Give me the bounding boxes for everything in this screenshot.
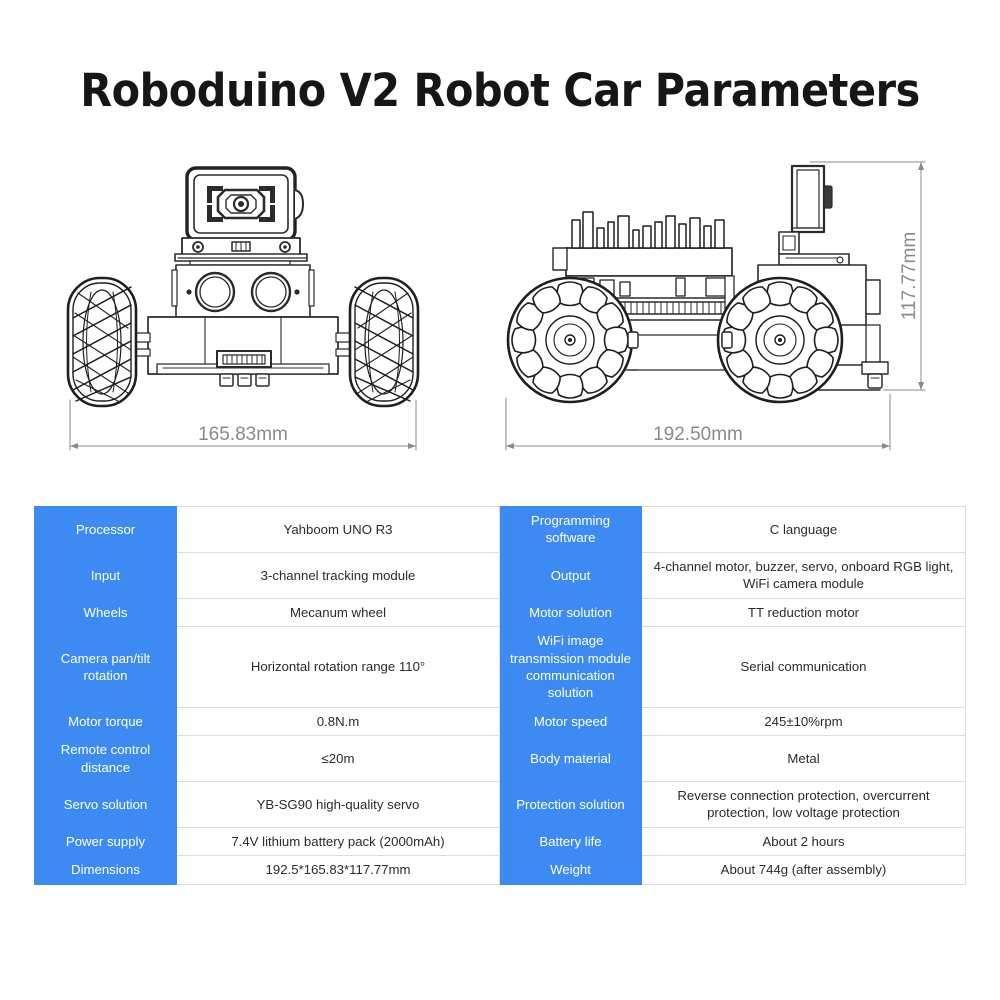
- side-view-height-label: 117.77mm: [899, 232, 920, 320]
- mecanum-wheel-front: [506, 276, 639, 404]
- param-label: Programming software: [499, 506, 642, 553]
- param-value: About 744g (after assembly): [641, 855, 966, 885]
- dimension-lines: [69, 161, 926, 451]
- param-label: Motor solution: [499, 597, 642, 628]
- param-value: 245±10%rpm: [641, 706, 966, 737]
- param-label: Motor torque: [34, 706, 177, 737]
- front-view-group: [66, 166, 420, 408]
- table-row: Input 3-channel tracking module Output 4…: [34, 551, 966, 599]
- param-value: TT reduction motor: [641, 597, 966, 628]
- param-value: YB-SG90 high-quality servo: [176, 781, 500, 828]
- table-row: Motor torque 0.8N.m Motor speed 245±10%r…: [34, 706, 966, 737]
- param-value: 4-channel motor, buzzer, servo, onboard …: [641, 551, 966, 599]
- drawings-container: 165.83mm 192.50mm 117.77mm: [0, 150, 1000, 480]
- param-label: Wheels: [34, 597, 177, 628]
- param-label: Dimensions: [34, 855, 177, 885]
- param-value: ≤20m: [176, 735, 500, 783]
- param-label: Servo solution: [34, 781, 177, 828]
- table-body: Processor Yahboom UNO R3 Programming sof…: [34, 506, 966, 885]
- robot-parameters-table: Processor Yahboom UNO R3 Programming sof…: [34, 506, 966, 885]
- pan-tilt-bracket: [174, 237, 308, 266]
- side-view-width-label: 192.50mm: [653, 424, 743, 445]
- param-label: Weight: [499, 855, 642, 885]
- param-value: Yahboom UNO R3: [176, 506, 500, 553]
- table-row: Servo solution YB-SG90 high-quality serv…: [34, 781, 966, 828]
- side-view-group: [506, 164, 889, 404]
- table-row: Processor Yahboom UNO R3 Programming sof…: [34, 506, 966, 553]
- param-label: Remote control distance: [34, 735, 177, 783]
- front-view-width-label: 165.83mm: [198, 424, 288, 445]
- table-row: Remote control distance ≤20m Body materi…: [34, 735, 966, 783]
- camera-module: [185, 166, 304, 242]
- table-row: Power supply 7.4V lithium battery pack (…: [34, 826, 966, 857]
- camera-mount-bracket: [778, 231, 850, 266]
- param-label: Output: [499, 551, 642, 599]
- param-value: Reverse connection protection, overcurre…: [641, 781, 966, 828]
- param-value: Mecanum wheel: [176, 597, 500, 628]
- mecanum-wheel-rear: [716, 276, 844, 404]
- param-value: C language: [641, 506, 966, 553]
- param-label: Battery life: [499, 826, 642, 857]
- mecanum-wheel-right: [348, 276, 420, 408]
- param-value: Horizontal rotation range 110°: [176, 626, 500, 708]
- param-label: Processor: [34, 506, 177, 553]
- page-title: Roboduino V2 Robot Car Parameters: [80, 64, 920, 117]
- param-label: Power supply: [34, 826, 177, 857]
- table-row: Camera pan/tilt rotation Horizontal rota…: [34, 626, 966, 708]
- camera-tower: [790, 164, 833, 234]
- param-label: Motor speed: [499, 706, 642, 737]
- roller-ring: [511, 281, 629, 399]
- param-value: About 2 hours: [641, 826, 966, 857]
- table-row: Wheels Mecanum wheel Motor solution TT r…: [34, 597, 966, 628]
- bottom-module: [861, 361, 889, 389]
- param-value: Serial communication: [641, 626, 966, 708]
- param-label: WiFi image transmission module communica…: [499, 626, 642, 708]
- mecanum-wheel-left: [66, 276, 138, 408]
- param-label: Body material: [499, 735, 642, 783]
- chassis-upper-body: [171, 264, 315, 318]
- param-value: 0.8N.m: [176, 706, 500, 737]
- param-value: 3-channel tracking module: [176, 551, 500, 599]
- technical-drawings-svg: 165.83mm 192.50mm 117.77mm: [66, 161, 926, 451]
- ultrasonic-sensor-left: [194, 271, 236, 313]
- tracking-sensor-module: [216, 350, 272, 387]
- param-label: Protection solution: [499, 781, 642, 828]
- param-label: Input: [34, 551, 177, 599]
- param-label: Camera pan/tilt rotation: [34, 626, 177, 708]
- table-row: Dimensions 192.5*165.83*117.77mm Weight …: [34, 855, 966, 885]
- param-value: 192.5*165.83*117.77mm: [176, 855, 500, 885]
- param-value: 7.4V lithium battery pack (2000mAh): [176, 826, 500, 857]
- param-value: Metal: [641, 735, 966, 783]
- ultrasonic-sensor-right: [250, 271, 292, 313]
